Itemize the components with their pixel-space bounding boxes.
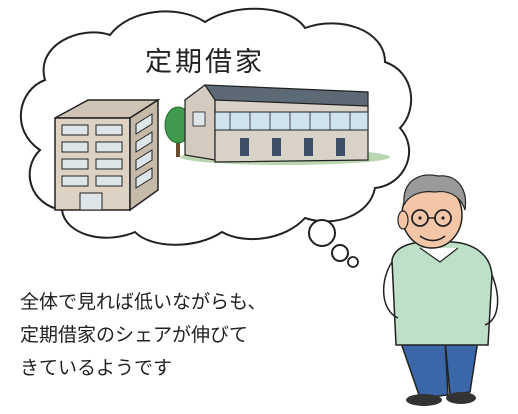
caption-line-2: 定期借家のシェアが伸びて [20,324,249,346]
caption-line-3: きているようです [20,357,173,379]
apartment-icon [180,84,390,165]
old-man-icon [382,174,499,406]
office-building-icon [54,98,161,212]
caption-line-1: 全体で見れば低いながらも、 [20,291,267,313]
caption: 全体で見れば低いながらも、 定期借家のシェアが伸びて きているようです [20,286,266,385]
bubble-title: 定期借家 [145,47,265,78]
